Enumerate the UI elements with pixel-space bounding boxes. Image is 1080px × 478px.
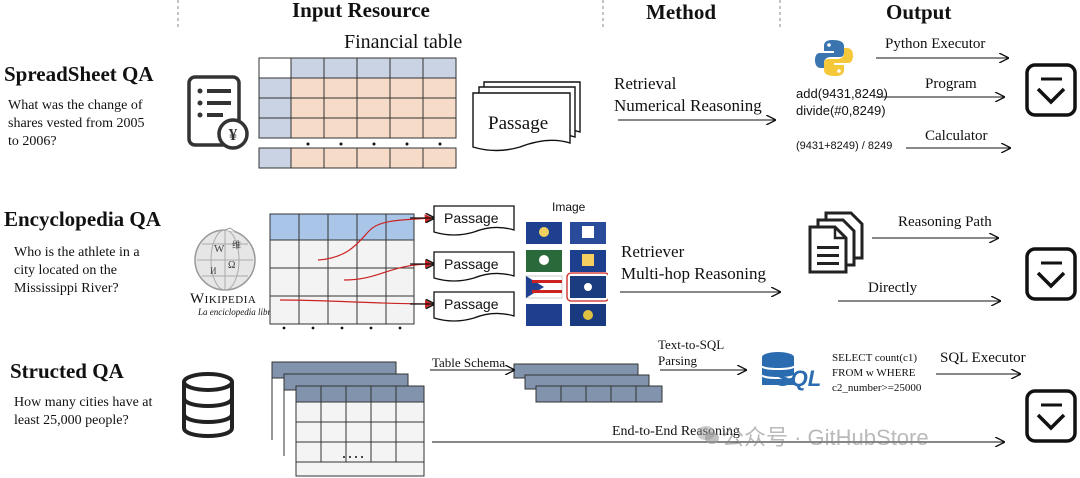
svg-text:维: 维 xyxy=(232,239,241,250)
passage-box-1: Passage xyxy=(444,210,499,226)
structured-qa-title: Structed QA xyxy=(10,359,124,383)
sql-query-line-3: c2_number>=25000 xyxy=(832,382,922,394)
answer-output-icon-1 xyxy=(1025,63,1077,117)
method-numerical-reasoning: Numerical Reasoning xyxy=(614,96,762,115)
sql-query-line-1: SELECT count(c1) xyxy=(832,352,918,364)
retrieval-link-arrows xyxy=(279,200,540,325)
image-label: Image xyxy=(552,200,586,214)
method-retriever: Retriever xyxy=(621,242,685,261)
calculator-label: Calculator xyxy=(925,128,988,144)
passage-box-2: Passage xyxy=(444,256,499,272)
svg-text:W: W xyxy=(214,243,225,255)
encyclopedia-question: Who is the athlete in a city located on … xyxy=(14,245,140,296)
spreadsheet-question: What was the change of shares vested fro… xyxy=(8,98,145,149)
svg-text:Ω: Ω xyxy=(228,260,235,271)
python-executor-label: Python Executor xyxy=(885,36,986,52)
passage-label: Passage xyxy=(488,113,549,134)
svg-text:¥: ¥ xyxy=(229,125,238,144)
answer-output-icon-2 xyxy=(1025,247,1077,301)
header-output: Output xyxy=(886,0,952,24)
reasoning-path-label: Reasoning Path xyxy=(898,214,992,230)
sql-query-line-2: FROM w WHERE xyxy=(832,367,916,379)
watermark: 公众号 · GitHubStore xyxy=(722,425,929,450)
answer-output-icon-3 xyxy=(1025,389,1077,443)
passage-box-3: Passage xyxy=(444,296,499,312)
structured-question: How many cities have at least 25,000 peo… xyxy=(14,395,153,428)
spreadsheet-qa-title: SpreadSheet QA xyxy=(4,62,154,86)
sql-database-icon xyxy=(761,352,795,385)
sql-executor-label: SQL Executor xyxy=(940,350,1026,366)
wikipedia-globe-icon: W Ω И 维 xyxy=(194,227,256,291)
method-retrieval: Retrieval xyxy=(614,74,677,93)
table-schema-label: Table Schema xyxy=(432,355,506,370)
wechat-icon xyxy=(697,426,719,444)
passage-stack xyxy=(472,81,581,152)
directly-label: Directly xyxy=(868,280,918,296)
method-multi-hop-reasoning: Multi-hop Reasoning xyxy=(621,264,766,283)
table-schema-bars xyxy=(513,363,663,403)
passage-boxes xyxy=(433,205,515,322)
financial-document-icon: ¥ xyxy=(187,75,249,150)
encyclopedia-qa-title: Encyclopedia QA xyxy=(4,207,161,231)
financial-table xyxy=(258,57,457,169)
program-label: Program xyxy=(925,76,977,92)
financial-table-label: Financial table xyxy=(344,31,463,53)
stacked-tables xyxy=(271,361,425,477)
header-method: Method xyxy=(646,0,716,24)
flag-image-grid xyxy=(525,222,608,326)
wikipedia-tagline: La enciclopedia libre xyxy=(198,307,275,317)
database-icon xyxy=(182,372,234,438)
svg-text:И: И xyxy=(210,266,217,276)
text-to-sql-label: Text-to-SQL xyxy=(658,337,725,352)
sql-logo-text: SQL xyxy=(776,366,822,391)
program-line-2: divide(#0,8249) xyxy=(796,103,886,118)
python-icon xyxy=(815,40,853,76)
wikipedia-wordmark: Wikipedia xyxy=(190,291,257,307)
calculator-expression: (9431+8249) / 8249 xyxy=(796,140,893,152)
reasoning-documents-icon xyxy=(808,211,864,274)
parsing-label: Parsing xyxy=(658,353,697,368)
header-input-resource: Input Resource xyxy=(292,0,430,22)
program-line-1: add(9431,8249) xyxy=(796,86,888,101)
